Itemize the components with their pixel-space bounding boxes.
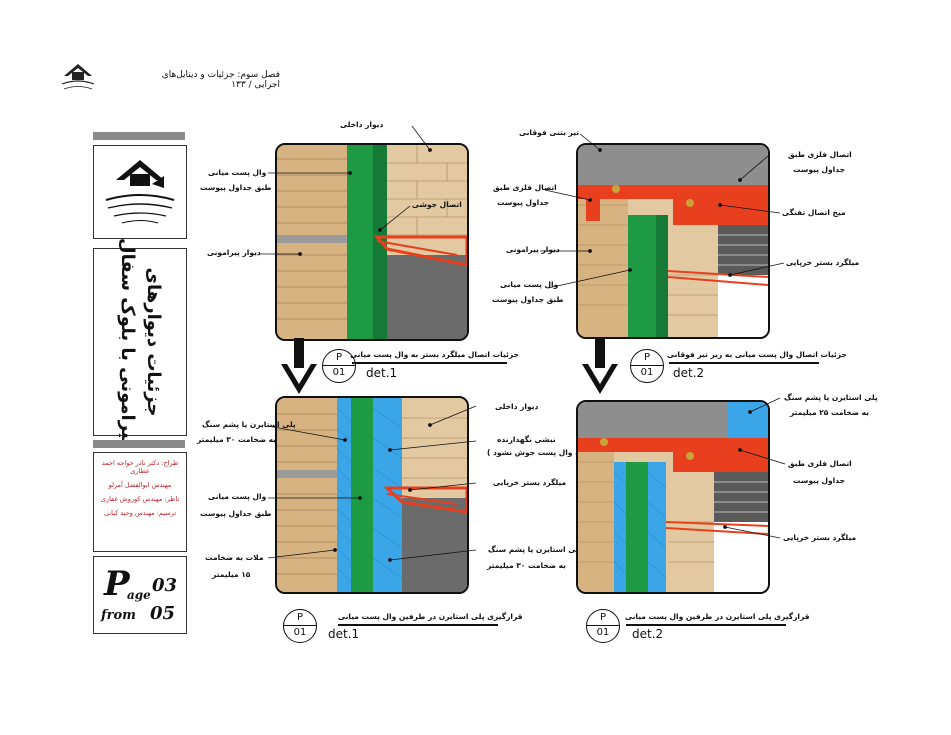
label-stud-wall: وال پست میانی xyxy=(500,280,559,289)
label-rebar: میلگرد بستر خرپایی xyxy=(786,258,860,267)
organization-logo-icon xyxy=(105,160,175,224)
label-weld: اتصال جوشی xyxy=(412,200,462,209)
label-perimeter-wall: دیوار پیرامونی xyxy=(506,245,560,254)
detail-ref-circle: P 01 xyxy=(322,349,356,383)
ref-num: 01 xyxy=(640,367,654,378)
label-stud-wall: وال پست میانی xyxy=(208,168,267,177)
ref-p: P xyxy=(643,352,651,363)
label-steel-conn-sub: جداول پیوست xyxy=(793,476,845,485)
caption-underline xyxy=(669,362,819,364)
caption-bottom-left: قرارگیری پلی استایرن در طرفین وال پست می… xyxy=(338,612,523,621)
det-label: det.1 xyxy=(328,627,360,641)
wall-drawing xyxy=(277,145,467,339)
caption-underline xyxy=(626,624,786,626)
page-age: age xyxy=(127,588,151,602)
label-inner-wall: دیوار داخلی xyxy=(495,402,539,411)
detail-ref-circle: P 01 xyxy=(283,609,317,643)
ref-p: P xyxy=(335,352,343,363)
ref-num: 01 xyxy=(332,367,346,378)
wall-drawing xyxy=(277,398,467,592)
label-stud-wall-sub: طبق جداول پیوست xyxy=(200,183,272,192)
detail-panel-top-right xyxy=(576,143,770,339)
ref-num: 01 xyxy=(596,627,610,638)
credits-box: طراح: دکتر نادر خواجه احمد عطاری مهندس ا… xyxy=(93,452,187,552)
caption-top-right: جزئیات اتصال وال پست میانی به زیر تیر فو… xyxy=(667,350,847,359)
credit-line: طراح: دکتر نادر خواجه احمد عطاری xyxy=(101,459,179,475)
logo-box xyxy=(93,145,187,239)
label-anchor: میخ اتصال تفنگی xyxy=(782,208,846,217)
detail-panel-bottom-right xyxy=(576,400,770,594)
label-eps2: پلی استایرن یا پشم سنگ xyxy=(488,545,582,554)
label-holder-sub: ( به وال پست جوش نشود ) xyxy=(487,448,589,457)
det-label: det.2 xyxy=(632,627,664,641)
page-from: from xyxy=(101,608,136,623)
label-stud-wall-sub: طبق جداول پیوست xyxy=(492,295,564,304)
page-p: P xyxy=(104,564,130,604)
det-label: det.2 xyxy=(673,366,705,380)
label-mortar-sub: ۱۵ میلیمتر xyxy=(212,570,251,579)
detail-ref-circle: P 01 xyxy=(586,609,620,643)
down-arrow-icon xyxy=(281,338,317,394)
credit-line: مهندس ابوالفضل آمرلو xyxy=(108,481,172,489)
label-eps: پلی استایرن یا پشم سنگ xyxy=(784,393,878,402)
label-eps-sub: به ضخامت ۳۰ میلیمتر xyxy=(197,435,276,444)
caption-top-left: جزئیات اتصال میلگرد بستر به وال پست میان… xyxy=(350,350,519,359)
label-steel-conn: اتصال فلزی طبق xyxy=(493,183,557,192)
organization-logo-icon xyxy=(61,64,95,90)
label-inner-wall: دیوار داخلی xyxy=(340,120,384,129)
page-current: 03 xyxy=(152,575,178,596)
credit-line: ناظر: مهندس کوروش غفاری xyxy=(100,495,180,503)
label-stud-wall: وال پست میانی xyxy=(208,492,267,501)
ref-p: P xyxy=(599,612,607,623)
caption-underline xyxy=(352,362,507,364)
label-steel-conn: اتصال فلزی طبق xyxy=(788,459,852,468)
label-floor-conn-sub: جداول پیوست xyxy=(793,165,845,174)
label-eps2-sub: به ضخامت ۳۰ میلیمتر xyxy=(487,561,566,570)
label-roof-beam: تیر بتنی فوقانی xyxy=(519,128,580,137)
wall-drawing xyxy=(578,145,768,337)
vertical-title-line1: جزئیات دیوارهای xyxy=(143,267,164,417)
page-total: 05 xyxy=(150,603,176,624)
det-label: det.1 xyxy=(366,366,398,380)
label-perimeter-wall: دیوار پیرامونی xyxy=(207,248,261,257)
ref-p: P xyxy=(296,612,304,623)
vertical-title-line2: پیرامونی با بلوک سفال xyxy=(117,237,138,447)
chapter-title: فصل سوم: جزئیات و دیتایل‌های اجرایی / ۱۳… xyxy=(161,70,280,90)
label-floor-conn: اتصال فلزی طبق xyxy=(788,150,852,159)
label-mortar: ملات به ضخامت xyxy=(205,553,264,562)
ref-num: 01 xyxy=(293,627,307,638)
down-arrow-icon xyxy=(582,338,618,394)
label-rebar: میلگرد بستر خرپایی xyxy=(783,533,857,542)
page-number-box xyxy=(93,556,187,634)
label-eps: پلی استایرن یا پشم سنگ xyxy=(202,420,296,429)
label-stud-wall-sub: طبق جداول پیوست xyxy=(200,509,272,518)
label-holder: نبشی نگهدارنده xyxy=(497,435,556,444)
caption-bottom-right: قرارگیری پلی استایرن در طرفین وال پست می… xyxy=(625,612,810,621)
caption-underline xyxy=(338,624,498,626)
credit-line: ترسیم: مهندس وحید کیانی xyxy=(103,509,177,517)
detail-panel-top-left xyxy=(275,143,469,341)
label-eps-sub: به ضخامت ۲۵ میلیمتر xyxy=(790,408,869,417)
divider xyxy=(93,132,185,140)
detail-ref-circle: P 01 xyxy=(630,349,664,383)
divider xyxy=(93,440,185,448)
label-rebar: میلگرد بستر خرپایی xyxy=(493,478,567,487)
detail-panel-bottom-left xyxy=(275,396,469,594)
wall-drawing xyxy=(578,402,768,592)
vertical-title-box: جزئیات دیوارهای پیرامونی با بلوک سفال xyxy=(93,238,187,446)
label-steel-conn-sub: جداول پیوست xyxy=(497,198,549,207)
